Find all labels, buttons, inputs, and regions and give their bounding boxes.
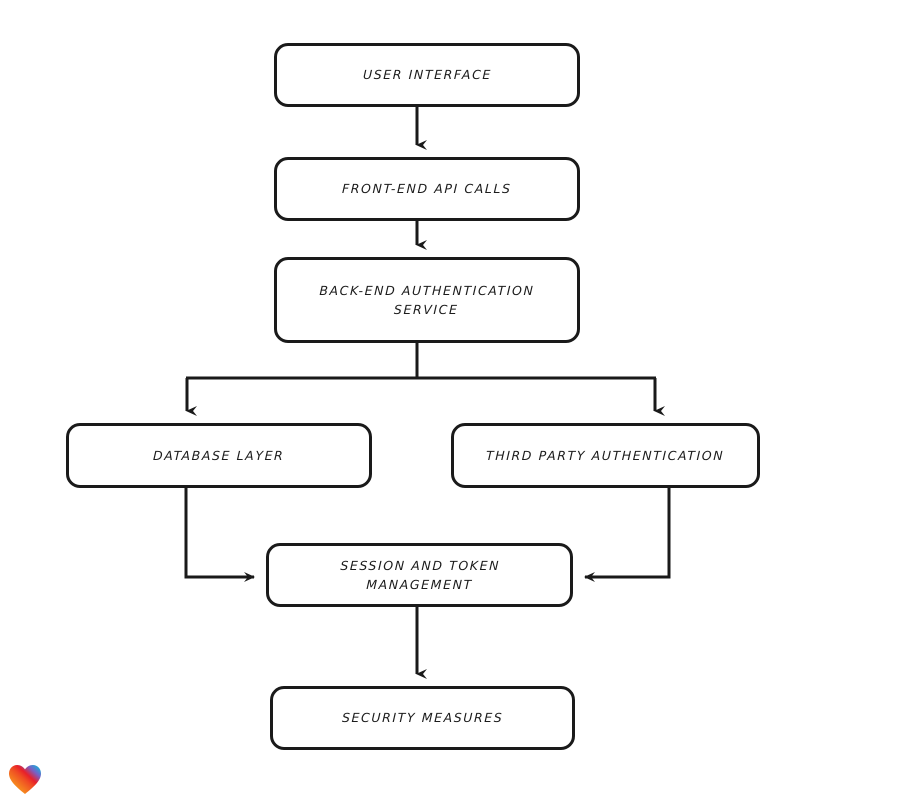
node-front-end-api-calls[interactable]: FRONT-END API CALLS <box>274 157 580 221</box>
node-label: DATABASE LAYER <box>153 447 285 463</box>
node-label: SECURITY MEASURES <box>341 710 504 726</box>
heart-icon <box>9 765 41 794</box>
node-session-and-token-management[interactable]: SESSION AND TOKEN MANAGEMENT <box>266 543 573 607</box>
node-label: THIRD PARTY AUTHENTICATION <box>486 447 725 463</box>
node-back-end-authentication-service[interactable]: BACK-END AUTHENTICATION SERVICE <box>274 257 580 343</box>
edge-database-to-session <box>184 488 255 582</box>
node-database-layer[interactable]: DATABASE LAYER <box>66 423 372 488</box>
node-third-party-authentication[interactable]: THIRD PARTY AUTHENTICATION <box>451 423 760 488</box>
node-user-interface[interactable]: USER INTERFACE <box>274 43 580 107</box>
node-security-measures[interactable]: SECURITY MEASURES <box>270 686 575 750</box>
node-label: FRONT-END API CALLS <box>341 181 513 197</box>
node-label: SESSION AND TOKEN MANAGEMENT <box>339 557 500 592</box>
edge-backend-branch <box>185 343 665 416</box>
node-label: BACK-END AUTHENTICATION SERVICE <box>319 282 536 317</box>
edge-thirdparty-to-session <box>584 488 671 582</box>
node-label: USER INTERFACE <box>362 67 492 83</box>
